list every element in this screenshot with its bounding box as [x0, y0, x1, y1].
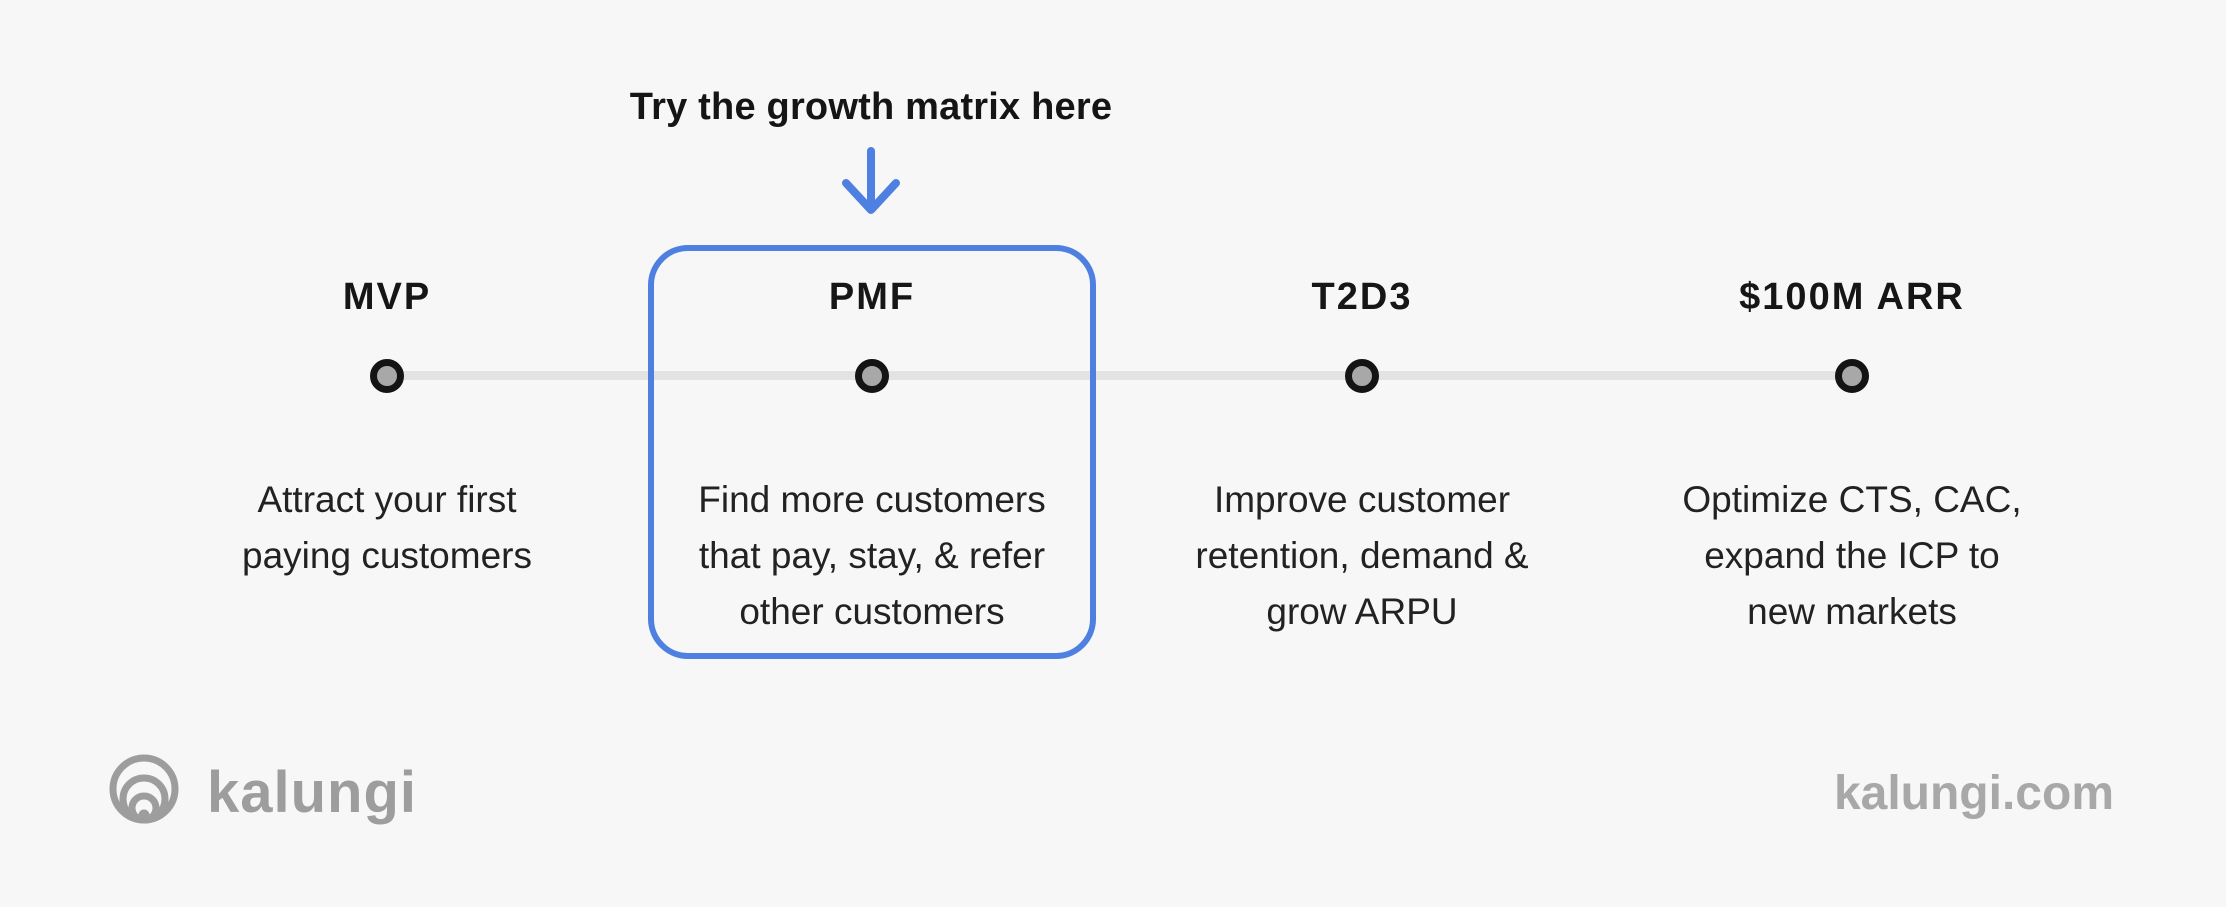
milestone-dot [370, 359, 404, 393]
milestone-dot [855, 359, 889, 393]
desc-line: other customers [739, 591, 1005, 632]
desc-line: new markets [1747, 591, 1957, 632]
milestone-description: Optimize CTS, CAC, expand the ICP to new… [1682, 472, 2021, 640]
brand-lockup: kalungi [103, 751, 417, 833]
desc-line: paying customers [242, 535, 532, 576]
annotation-label: Try the growth matrix here [629, 86, 1113, 128]
milestone-label: PMF [828, 276, 916, 318]
milestone-dot [1835, 359, 1869, 393]
site-url: kalungi.com [1833, 767, 2114, 820]
desc-line: Improve customer [1213, 479, 1511, 520]
pmf-highlight-box [648, 245, 1096, 659]
desc-line: grow ARPU [1266, 591, 1458, 632]
milestone-label: T2D3 [1311, 276, 1413, 318]
kalungi-logo-icon [109, 754, 179, 824]
desc-line: that pay, stay, & refer [698, 535, 1046, 576]
down-arrow-icon [842, 147, 900, 214]
milestone-description: Find more customers that pay, stay, & re… [698, 472, 1046, 640]
milestone-description: Improve customer retention, demand & gro… [1195, 472, 1528, 640]
desc-line: expand the ICP to [1704, 535, 2000, 576]
desc-line: Attract your first [257, 479, 517, 520]
desc-line: Find more customers [698, 479, 1046, 520]
milestone-label: MVP [342, 276, 432, 318]
milestone-label: $100M ARR [1739, 276, 1965, 318]
milestone-dot [1345, 359, 1379, 393]
brand-name: kalungi [207, 759, 418, 825]
timeline-line [385, 371, 1853, 380]
milestone-description: Attract your first paying customers [242, 472, 532, 584]
desc-line: Optimize CTS, CAC, [1682, 479, 2022, 520]
desc-line: retention, demand & [1195, 535, 1529, 576]
